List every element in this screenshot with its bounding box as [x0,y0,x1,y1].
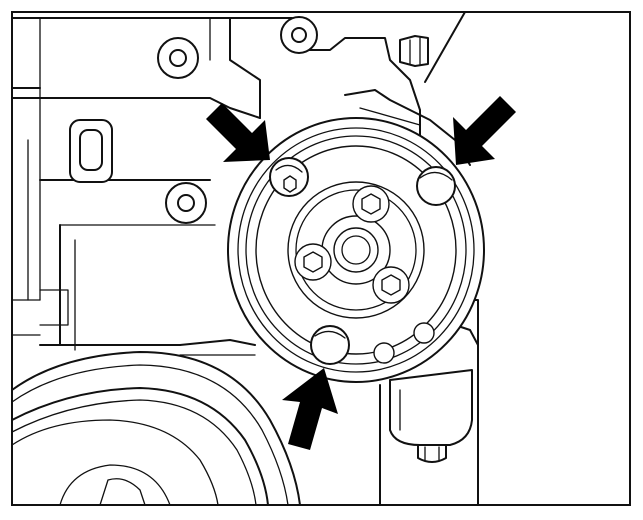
bolt-icon [399,35,429,67]
hex-head-icon [283,175,297,193]
hub-bolt-top [352,185,390,223]
pulley-assembly [227,117,485,383]
hex-head-icon [417,444,447,463]
tool-hole-bottom [310,325,350,365]
hub-bolt-left [294,243,332,281]
crank-pulley [11,351,301,506]
arrow-icon [282,368,338,450]
pump-body [389,369,473,446]
tool-hole-top-left [269,157,309,197]
arrow-icon [206,103,270,162]
indicator-arrows [206,96,516,450]
face-hole-right [413,322,435,344]
arrow-icon [453,96,516,165]
hex-head-icon [303,251,323,273]
face-hole-bottom [373,342,395,364]
hex-head-icon [381,274,401,296]
engine-block [11,11,471,356]
tool-hole-top-right [416,166,456,206]
pulley-shaft-hole [333,227,379,273]
pump-housing [379,299,479,506]
hex-head-icon [361,193,381,215]
hub-bolt-right [372,266,410,304]
